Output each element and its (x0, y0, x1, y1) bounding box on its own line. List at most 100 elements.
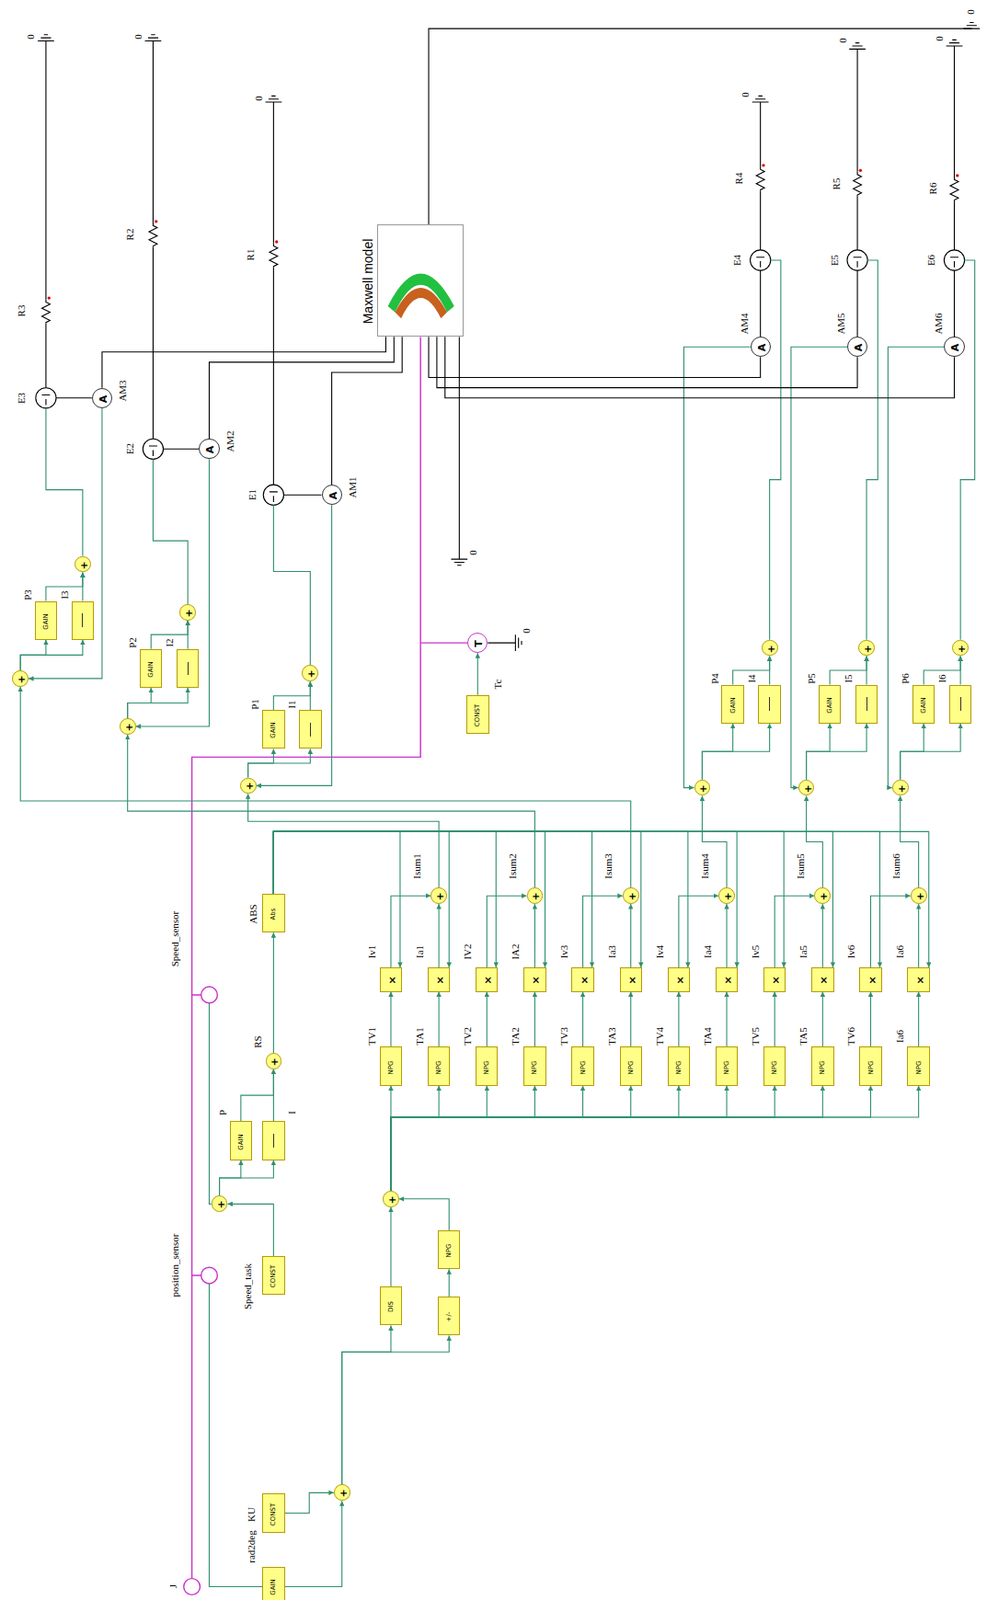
block-text: NPG (820, 1060, 827, 1075)
sum-junction: + (211, 1195, 229, 1213)
function-block: KUCONST (262, 1493, 285, 1533)
inertia-symbol (183, 1579, 201, 1596)
function-block: IV2× (475, 967, 498, 993)
voltage-source (35, 388, 57, 409)
control-wire (45, 408, 310, 666)
function-block: P2GAIN (139, 649, 162, 689)
component-label: Iv3 (559, 944, 571, 961)
function-block: Iv5× (763, 967, 786, 993)
block-text: GAIN (730, 697, 737, 714)
signal-wire (870, 992, 872, 1048)
block-text: × (434, 976, 447, 986)
sum-junction: + (119, 718, 137, 735)
function-block: Speed_taskCONST (262, 1256, 285, 1296)
component-label: P (218, 1109, 230, 1117)
ground-symbol (37, 34, 55, 42)
component-label: Ia6 (895, 1029, 907, 1045)
signal-wire (273, 831, 545, 968)
position-sensor (201, 1267, 219, 1285)
power-wire (208, 336, 394, 439)
component-label: RS (252, 1034, 264, 1049)
block-text: A (326, 492, 339, 501)
sum-junction: + (761, 640, 779, 657)
component-label: Iv1 (367, 944, 379, 961)
sum-junction: + (11, 670, 29, 688)
component-label: Maxwell model (360, 238, 376, 326)
signal-wire (733, 655, 770, 685)
block-text: + (625, 893, 638, 902)
signal-wire (390, 1086, 584, 1192)
block-text: × (865, 976, 878, 986)
signal-wire (248, 748, 311, 778)
voltage-source (263, 484, 284, 505)
signal-wire (887, 346, 944, 788)
sum-junction: + (694, 780, 712, 797)
component-label: Tc (493, 678, 505, 691)
signal-wire (390, 1086, 775, 1192)
block-text: GAIN (826, 697, 834, 714)
component-label: E3 (17, 391, 29, 405)
function-block: +/- (437, 1296, 460, 1336)
block-text: × (769, 976, 782, 986)
mechanical-link (192, 336, 469, 1579)
maxwell-model-box: Maxwell model (377, 224, 464, 337)
signal-wire (273, 831, 737, 968)
block-text: GAIN (271, 1580, 278, 1597)
block-text: + (242, 782, 255, 792)
signal-wire (477, 653, 479, 696)
function-block: IA2× (523, 967, 546, 993)
component-label: P4 (710, 672, 722, 686)
signal-wire (45, 572, 83, 601)
component-label: TV2 (462, 1026, 474, 1047)
signal-wire (273, 831, 689, 968)
block-text: GAIN (43, 613, 50, 631)
signal-wire (725, 904, 727, 968)
block-text: A (755, 344, 768, 353)
control-wire (769, 260, 976, 641)
component-label: 0 (253, 94, 265, 103)
function-block: Iv6× (859, 967, 882, 993)
function-block: TA1NPG (427, 1046, 450, 1086)
signal-wire (534, 992, 536, 1048)
signal-wire (241, 1069, 275, 1123)
block-text: A (949, 344, 962, 353)
signal-wire (822, 904, 824, 968)
resistor-symbol (949, 173, 960, 201)
function-block: TA4NPG (715, 1046, 738, 1086)
power-wire (445, 336, 955, 399)
signal-wire (28, 408, 103, 679)
voltage-source (750, 250, 771, 271)
power-wire (332, 336, 403, 485)
signal-wire (630, 904, 632, 968)
function-block: P3GAIN (34, 601, 58, 641)
integrator-block: I5 (855, 685, 878, 724)
speed-sensor (201, 987, 219, 1004)
component-label: E1 (247, 488, 259, 502)
function-block: P4GAIN (721, 685, 744, 724)
sum-junction: Isum2+ (527, 887, 544, 905)
component-label: R6 (929, 182, 941, 196)
signal-wire (273, 831, 929, 968)
signal-wire (918, 992, 919, 1048)
block-text: CONST (271, 1265, 278, 1288)
component-label: I3 (59, 589, 71, 600)
voltage-source (142, 438, 163, 460)
signal-wire (390, 1207, 391, 1288)
control-wire (45, 260, 976, 1588)
signal-wire (806, 723, 867, 781)
component-label: Isum2 (507, 852, 519, 881)
signal-wire (273, 831, 784, 968)
signal-wire (768, 655, 770, 685)
block-text: NPG (723, 1060, 731, 1075)
signal-wire (248, 793, 440, 888)
ammeter-symbol: AM5A (847, 336, 868, 357)
component-label: Isum1 (412, 852, 424, 881)
component-label: Ia5 (798, 944, 810, 960)
function-block: Iv4× (667, 967, 690, 993)
integrator-block: I2 (176, 649, 199, 689)
function-block: TA3NPG (619, 1046, 643, 1086)
resistor-symbol (852, 169, 863, 196)
component-label: Ia1 (414, 944, 426, 960)
signal-wire (273, 1069, 275, 1123)
signal-wire (390, 1086, 439, 1192)
